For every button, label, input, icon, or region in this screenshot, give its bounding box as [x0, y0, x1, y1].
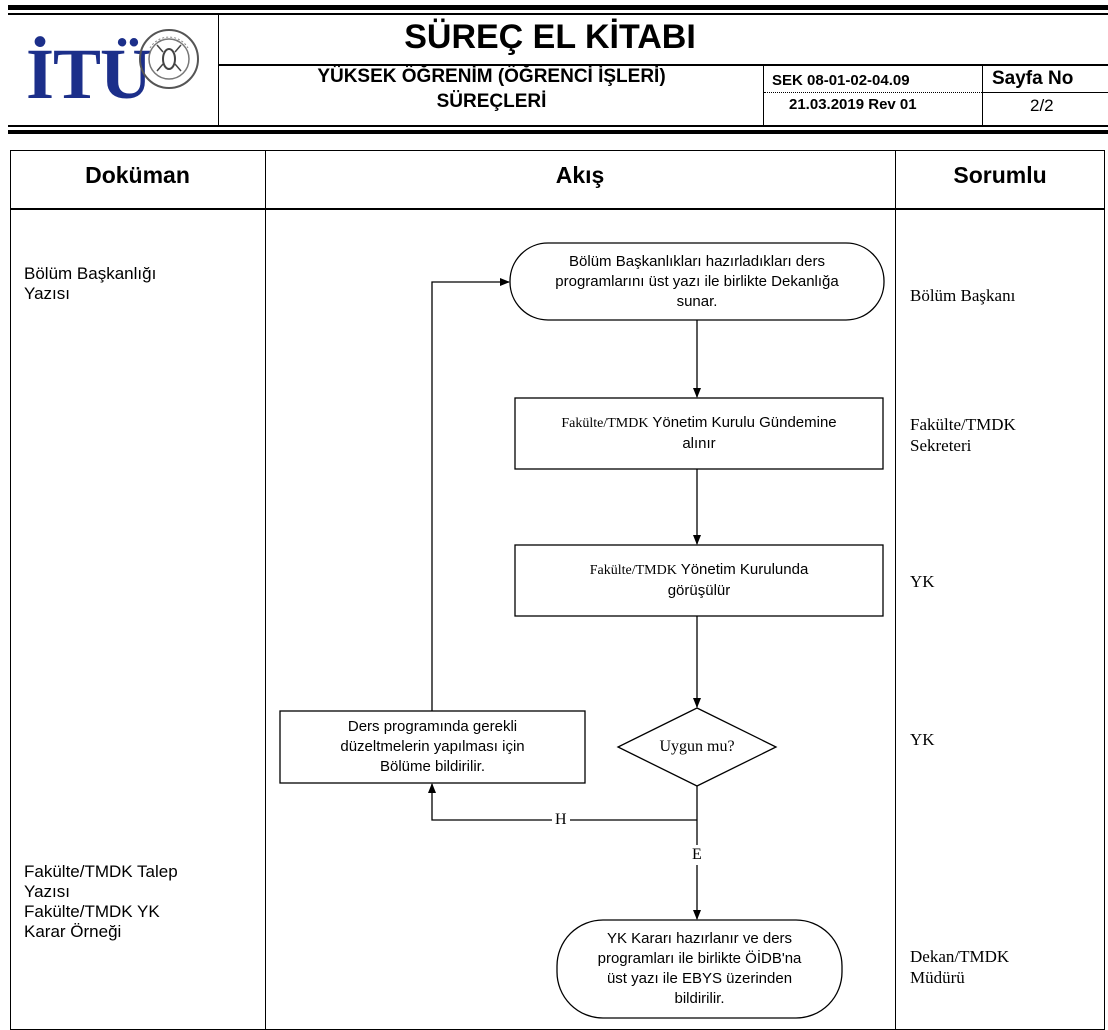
- document-date-revision: 21.03.2019 Rev 01: [789, 96, 917, 113]
- page-no-divider: [983, 92, 1108, 93]
- start-line2: programlarını üst yazı ile birlikte Deka…: [555, 272, 839, 290]
- itu-logo: İTÜ: [26, 34, 152, 114]
- step-discussion-prefix: Fakülte/TMDK: [589, 563, 677, 578]
- responsible-2-line1: Fakülte/TMDK: [910, 415, 1016, 434]
- document-2-line3: Fakülte/TMDK YK: [24, 902, 160, 921]
- responsible-3: YK: [910, 572, 935, 591]
- header-divider-left: [218, 15, 219, 125]
- no-branch-label: H: [552, 810, 570, 830]
- page-number-label: Sayfa No: [992, 68, 1074, 89]
- header-divider-mid: [763, 64, 764, 125]
- start-terminator-text: Bölüm Başkanlıkları hazırladıkları ders …: [512, 245, 882, 318]
- page-subtitle-line1: YÜKSEK ÖĞRENİM (ÖĞRENCİ İŞLERİ): [317, 66, 666, 87]
- step-agenda-rest: Yönetim Kurulu Gündemine: [648, 414, 837, 431]
- header-bottom-rule-thick: [8, 130, 1108, 134]
- step-discussion-line1: Fakülte/TMDK Yönetim Kurulunda: [590, 560, 809, 581]
- responsible-5-line1: Dekan/TMDK: [910, 947, 1010, 966]
- responsible-2-line2: Sekreteri: [910, 436, 972, 455]
- start-line3: sunar.: [676, 292, 718, 310]
- step-agenda-text: Fakülte/TMDK Yönetim Kurulu Gündemine al…: [516, 399, 882, 468]
- header-bottom-rule-thin: [8, 125, 1108, 127]
- document-2: Fakülte/TMDK Talep Yazısı Fakülte/TMDK Y…: [24, 862, 178, 942]
- step-discussion-line2: görüşülür: [667, 582, 731, 599]
- step-agenda-prefix: Fakülte/TMDK: [561, 416, 649, 431]
- end-terminator-text: YK Kararı hazırlanır ve ders programları…: [560, 922, 839, 1016]
- step-discussion-box: [514, 544, 884, 617]
- start-line1: Bölüm Başkanlıkları hazırladıkları ders: [569, 252, 825, 270]
- document-1: Bölüm Başkanlığı Yazısı: [24, 264, 156, 304]
- document-code: SEK 08-01-02-04.09: [772, 72, 910, 89]
- step-discussion-text: Fakülte/TMDK Yönetim Kurulunda görüşülür: [516, 546, 882, 615]
- column-header-document: Doküman: [85, 162, 190, 188]
- table-header-rule: [10, 208, 1105, 210]
- header-top-rule-thick: [8, 5, 1108, 10]
- end-line4: bildirilir.: [674, 990, 725, 1007]
- step-agenda-line1: Fakülte/TMDK Yönetim Kurulu Gündemine: [561, 413, 836, 434]
- yes-branch-label: E: [690, 845, 704, 865]
- end-line1: YK Kararı hazırlanır ve ders: [606, 930, 793, 947]
- responsible-2: Fakülte/TMDK Sekreteri: [910, 414, 1016, 456]
- step-agenda-line2: alınır: [682, 435, 716, 452]
- document-2-line1: Fakülte/TMDK Talep: [24, 862, 178, 881]
- doc-code-divider: [764, 92, 982, 93]
- responsible-5: Dekan/TMDK Müdürü: [910, 946, 1009, 988]
- document-1-line2: Yazısı: [24, 284, 70, 303]
- step-discussion-rest: Yönetim Kurulunda: [676, 561, 809, 578]
- step-agenda-box: [514, 397, 884, 470]
- end-terminator: [556, 919, 843, 1019]
- decision-text: Uygun mu?: [659, 738, 735, 755]
- column-header-flow: Akış: [555, 162, 605, 188]
- col-divider-2: [895, 150, 896, 1030]
- page-subtitle-line2: SÜREÇLERİ: [436, 91, 547, 112]
- title-underline: [218, 64, 1108, 66]
- arrow-no-to-correction: [428, 783, 697, 821]
- header-top-rule-thin: [8, 13, 1108, 15]
- page-number-value: 2/2: [1030, 96, 1054, 115]
- university-seal-icon: [139, 29, 199, 89]
- correction-line3: Bölüme bildirilir.: [379, 758, 486, 775]
- correction-text: Ders programında gerekli düzeltmelerin y…: [282, 713, 583, 781]
- responsible-4: YK: [910, 730, 935, 749]
- document-2-line4: Karar Örneği: [24, 922, 122, 941]
- end-line3: üst yazı ile EBYS üzerinden: [606, 970, 793, 987]
- correction-line1: Ders programında gerekli: [347, 718, 518, 735]
- header-divider-right: [982, 64, 983, 125]
- end-line2: programları ile birlikte ÖİDB'na: [597, 950, 802, 967]
- responsible-5-line2: Müdürü: [910, 968, 965, 987]
- page-title: SÜREÇ EL KİTABI: [404, 18, 696, 56]
- column-header-responsible: Sorumlu: [953, 162, 1047, 188]
- arrow-loop-back-to-start: [431, 278, 510, 711]
- document-1-line1: Bölüm Başkanlığı: [24, 264, 157, 283]
- document-2-line2: Yazısı: [24, 882, 70, 901]
- correction-line2: düzeltmelerin yapılması için: [340, 738, 525, 755]
- responsible-1: Bölüm Başkanı: [910, 286, 1016, 305]
- col-divider-1: [265, 150, 266, 1030]
